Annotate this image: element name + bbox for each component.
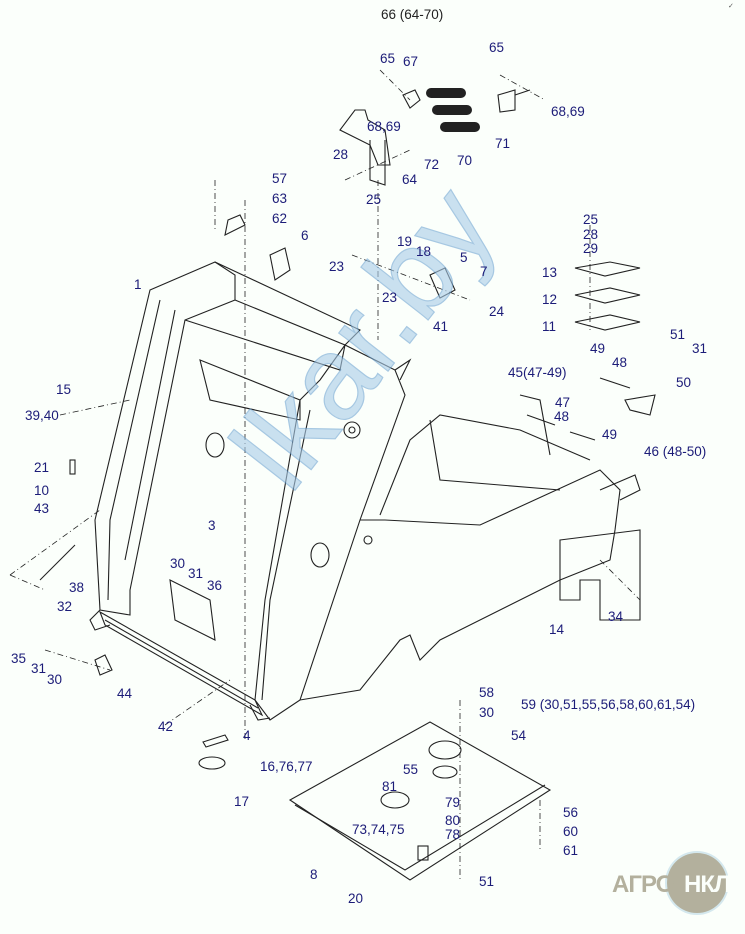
- callout-label: 65: [380, 51, 396, 66]
- callout-label: 64: [402, 172, 418, 187]
- callout-label: 31: [188, 566, 204, 581]
- callout-label: 78: [445, 827, 461, 842]
- callout-label: 13: [542, 265, 558, 280]
- assembly-title: 66 (64-70): [381, 7, 444, 22]
- callout-label: 57: [272, 171, 288, 186]
- callout-label: 30: [479, 705, 495, 720]
- callout-label: 70: [457, 153, 473, 168]
- callout-label: 14: [549, 622, 565, 637]
- callout-label: 59 (30,51,55,56,58,60,61,54): [521, 697, 696, 712]
- agronkl-logo: АГРО НКЛ: [612, 853, 732, 913]
- callout-label: 50: [676, 375, 692, 390]
- callout-label: 7: [480, 264, 488, 279]
- logo-text-right: НКЛ: [684, 871, 731, 898]
- callout-label: 30: [47, 672, 63, 687]
- callout-label: 51: [670, 327, 686, 342]
- callout-label: 18: [416, 244, 432, 259]
- callout-label: 32: [57, 599, 73, 614]
- callout-label: 67: [403, 54, 419, 69]
- callout-label: 72: [424, 157, 440, 172]
- callout-label: 68,69: [551, 104, 585, 119]
- callout-label: 21: [34, 460, 50, 475]
- callout-label: 79: [445, 795, 461, 810]
- callout-label: 23: [382, 290, 398, 305]
- callout-label: 8: [310, 867, 318, 882]
- callout-label: 41: [433, 319, 449, 334]
- callout-label: 63: [272, 191, 288, 206]
- callout-label: 39,40: [25, 408, 59, 423]
- callout-label: 36: [207, 578, 223, 593]
- callout-label: 68,69: [367, 119, 401, 134]
- callout-label: 4: [243, 728, 251, 743]
- callout-label: 47: [555, 395, 571, 410]
- callout-label: 71: [495, 136, 511, 151]
- callout-label: 51: [479, 874, 495, 889]
- callout-label: 5: [460, 250, 468, 265]
- callout-label: 16,76,77: [260, 759, 313, 774]
- callout-label: 38: [69, 580, 85, 595]
- callout-label: 29: [583, 241, 599, 256]
- callout-label: 25: [366, 192, 382, 207]
- callout-label: 34: [608, 609, 624, 624]
- callout-label: 62: [272, 211, 288, 226]
- callout-label: 23: [329, 259, 345, 274]
- left-upright: [89, 261, 236, 631]
- callout-label: 65: [489, 40, 505, 55]
- callout-label: 20: [348, 891, 364, 906]
- callout-label: 73,74,75: [352, 822, 405, 837]
- callout-label: 54: [511, 728, 527, 743]
- spacer-plates: [574, 261, 641, 331]
- callout-label: 11: [542, 319, 557, 334]
- callout-label: 48: [612, 355, 628, 370]
- callout-label: 1: [134, 277, 142, 292]
- callout-label: 35: [11, 651, 27, 666]
- callout-label: 15: [56, 382, 72, 397]
- callout-label: 24: [489, 304, 505, 319]
- callout-label: 44: [117, 686, 133, 701]
- callout-label: 31: [31, 661, 47, 676]
- callout-label: 56: [563, 805, 579, 820]
- floor-plate: [288, 721, 552, 881]
- callout-label: 43: [34, 501, 50, 516]
- callout-label: 10: [34, 483, 50, 498]
- bottom-crossbar: [98, 579, 271, 721]
- logo-circle: [667, 853, 727, 913]
- callout-label: 55: [403, 762, 419, 777]
- springs-70: [426, 88, 480, 132]
- callout-label: 19: [397, 234, 413, 249]
- callout-label: 58: [479, 685, 495, 700]
- callout-label: 3: [208, 518, 216, 533]
- callout-label: 48: [554, 409, 570, 424]
- logo-text-left: АГРО: [612, 871, 674, 898]
- callout-label: 28: [583, 227, 599, 242]
- callout-label: 17: [234, 794, 250, 809]
- callout-label: 80: [445, 813, 461, 828]
- callout-label: 30: [170, 556, 186, 571]
- callout-label: 45(47-49): [508, 365, 567, 380]
- callout-label: 25: [583, 212, 599, 227]
- callout-label: 42: [158, 719, 174, 734]
- callout-label: 6: [301, 228, 309, 243]
- callout-label: 28: [333, 147, 349, 162]
- callout-label: 12: [542, 292, 558, 307]
- top-brackets: [224, 89, 656, 416]
- callout-label: 60: [563, 824, 579, 839]
- side-panel: [205, 394, 641, 701]
- callout-label: 49: [590, 341, 606, 356]
- callout-label: 49: [602, 427, 618, 442]
- callout-label: 31: [692, 341, 708, 356]
- callout-label: 81: [382, 779, 398, 794]
- corner-mark: ✓: [728, 3, 734, 10]
- callout-label: 46 (48-50): [644, 444, 707, 459]
- cross-tube: [184, 261, 361, 421]
- leader-lines: [9, 69, 641, 880]
- callout-label: 61: [563, 843, 579, 858]
- pins: [39, 377, 631, 770]
